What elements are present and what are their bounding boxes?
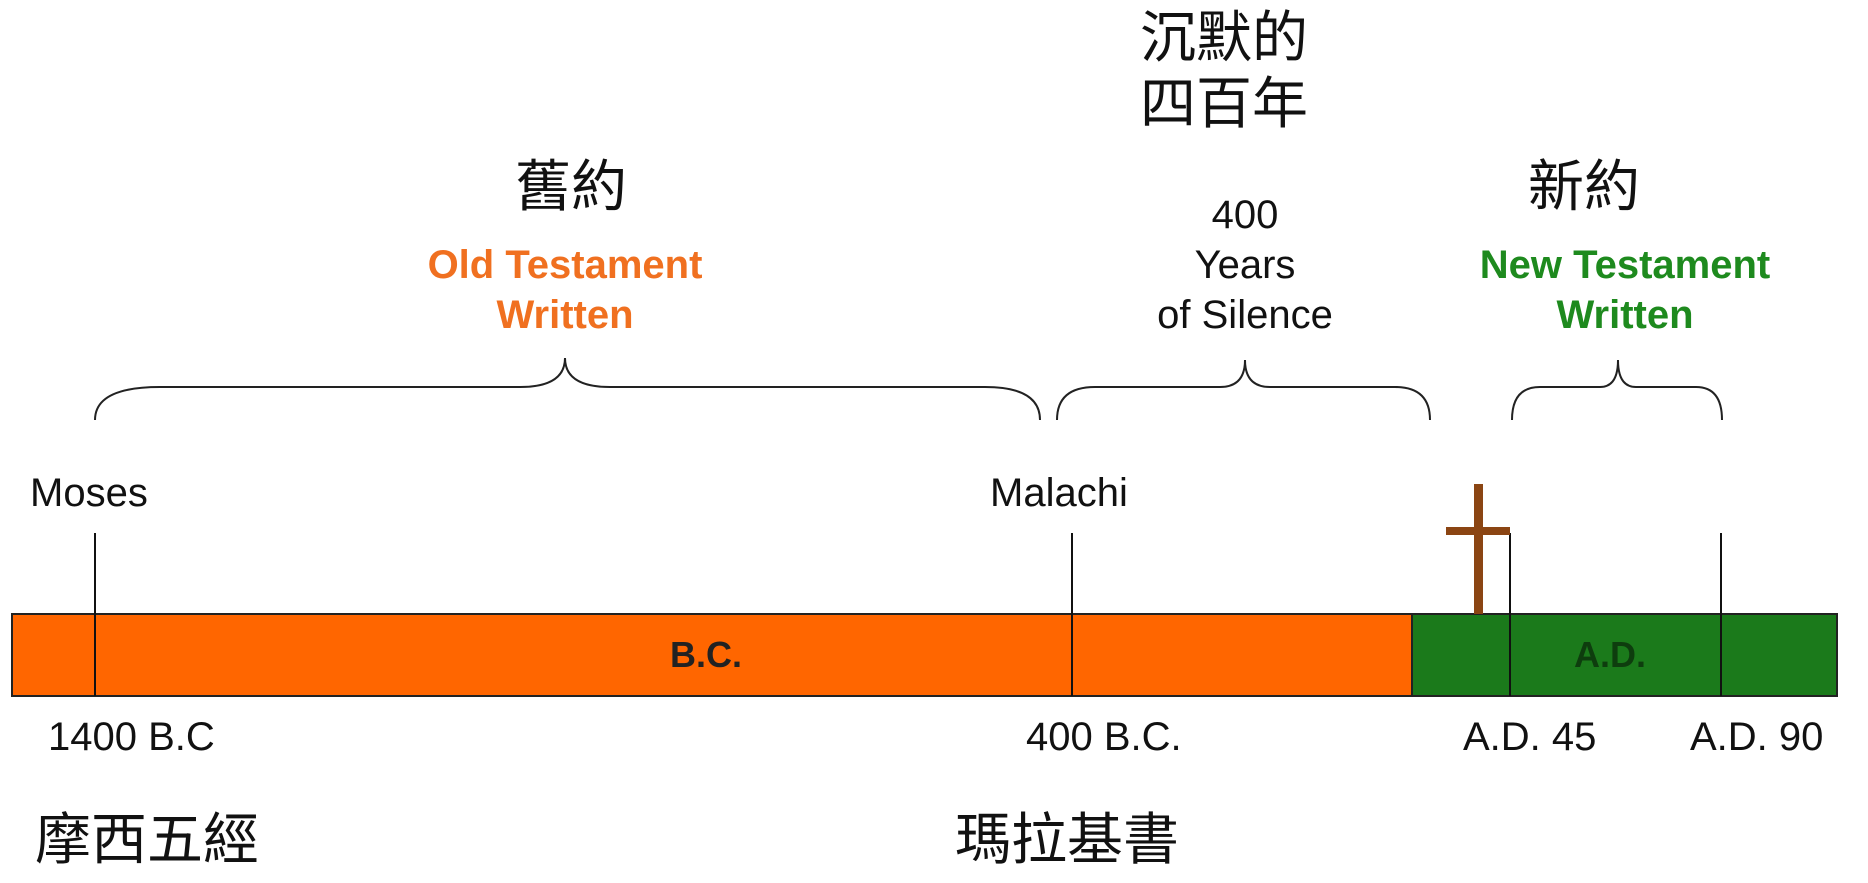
- silence-title: 400 Years of Silence: [1100, 190, 1390, 340]
- new-testament-title: New Testament Written: [1425, 240, 1825, 340]
- date-ad45: A.D. 45: [1463, 715, 1597, 759]
- silence-line3: of Silence: [1157, 293, 1333, 337]
- malachi-label: Malachi: [990, 471, 1128, 515]
- old-covenant-cjk: 舊約: [515, 155, 627, 220]
- malachi-book-cjk: 瑪拉基書: [955, 808, 1179, 873]
- date-400bc: 400 B.C.: [1026, 715, 1182, 759]
- brace-new-testament: [1511, 359, 1723, 421]
- new-covenant-cjk: 新約: [1528, 155, 1640, 220]
- new-title-line2: Written: [1556, 293, 1694, 337]
- bc-label: B.C.: [670, 634, 742, 675]
- old-title-line2: Written: [496, 293, 634, 337]
- silence-cjk-heading: 沉默的 四百年: [1140, 6, 1340, 138]
- silence-line2: Years: [1194, 243, 1296, 287]
- silence-line1: 400: [1211, 193, 1279, 237]
- brace-silence: [1056, 359, 1431, 421]
- cross-icon: [1446, 484, 1510, 614]
- ad-label: A.D.: [1574, 634, 1646, 675]
- moses-label: Moses: [30, 471, 148, 515]
- brace-old-testament: [94, 357, 1041, 421]
- new-title-line1: New Testament: [1479, 243, 1771, 287]
- moses-books-cjk: 摩西五經: [35, 808, 259, 873]
- date-1400bc: 1400 B.C: [48, 715, 215, 759]
- bc-segment: [11, 613, 1413, 697]
- date-ad90: A.D. 90: [1690, 715, 1824, 759]
- old-testament-title: Old Testament Written: [340, 240, 790, 340]
- silence-cjk-line2: 四百年: [1140, 72, 1308, 137]
- silence-cjk-line1: 沉默的: [1140, 6, 1308, 71]
- ad-segment: [1411, 613, 1838, 697]
- old-title-line1: Old Testament: [427, 243, 703, 287]
